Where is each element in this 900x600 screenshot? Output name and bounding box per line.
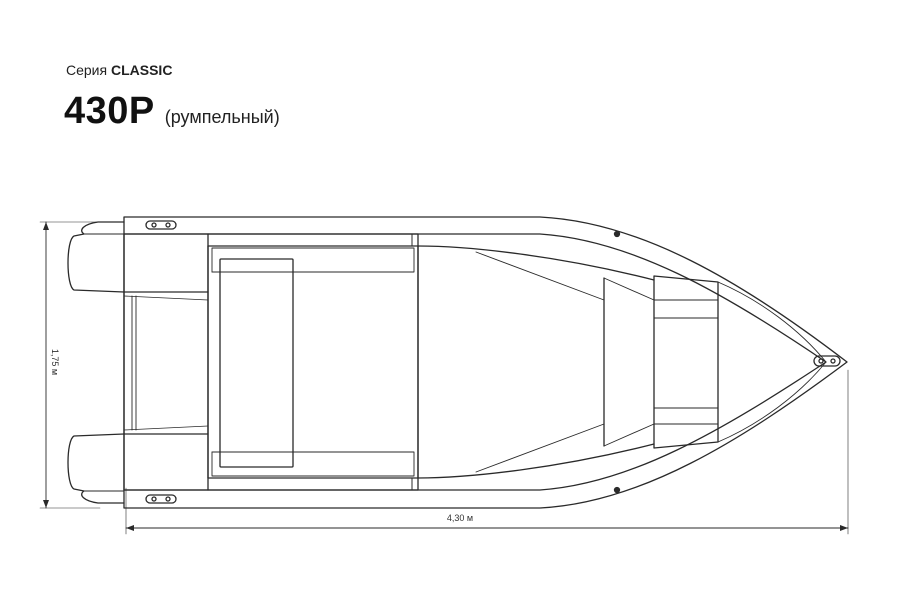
seat-cushion <box>219 258 294 468</box>
model-name: 430P <box>64 90 155 132</box>
model-title: 430P (румпельный) <box>64 90 280 133</box>
stern-cleat-bottom <box>145 494 177 504</box>
side-fitting-top <box>613 230 621 238</box>
width-dimension: 1,75 м <box>39 221 101 509</box>
series-name: CLASSIC <box>110 62 173 78</box>
stern-float-top <box>67 221 125 293</box>
model-variant: (румпельный) <box>164 107 280 127</box>
side-fitting-bottom <box>613 486 621 494</box>
stern-float-bottom <box>67 433 125 504</box>
stern-cleat-top <box>145 220 177 230</box>
bow-deck-lines <box>417 245 655 479</box>
series-prefix: Серия <box>66 62 108 78</box>
bow-seat <box>653 275 719 449</box>
length-dimension: 4,30 м <box>125 369 849 535</box>
bow-eye <box>813 355 841 367</box>
hull-outline <box>123 216 848 509</box>
length-label: 4,30 м <box>447 513 473 523</box>
series-label: Серия CLASSIC <box>66 62 172 78</box>
width-label: 1,75 м <box>50 349 60 375</box>
